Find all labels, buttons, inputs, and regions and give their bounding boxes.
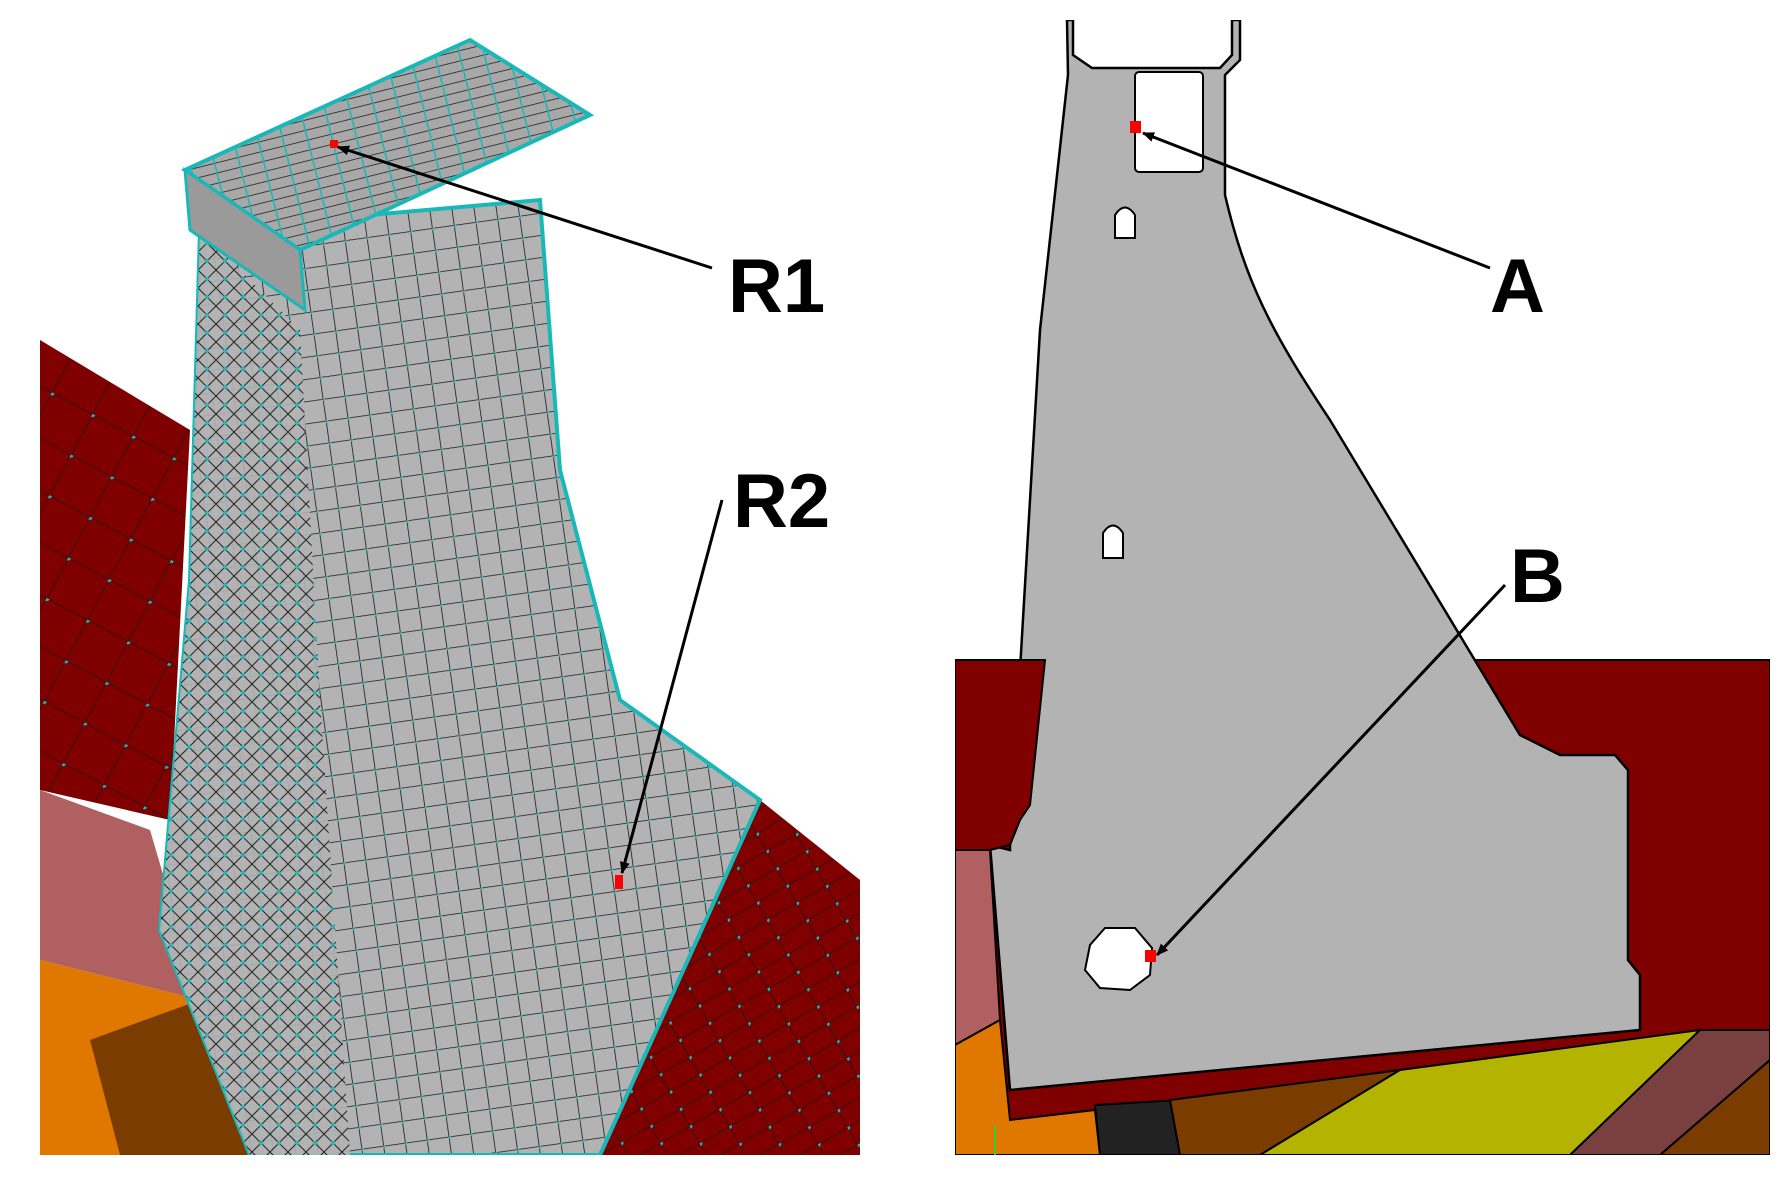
- rock-brown-layer-right: [1658, 1058, 1770, 1155]
- arrow-r1: [337, 145, 713, 270]
- label-b: B: [1510, 534, 1565, 619]
- annotation-labels: R1 R2 A B: [728, 244, 1565, 619]
- left-rock-rose-layer: [40, 790, 200, 1000]
- annotation-arrows: [337, 131, 1507, 957]
- left-foundation-rock: [40, 340, 190, 820]
- label-r2: R2: [733, 459, 830, 544]
- left-rock-brown-layer: [90, 1000, 260, 1155]
- upstream-rock-notch: [955, 659, 1047, 851]
- marker-a: [1130, 121, 1141, 133]
- arrow-a: [1142, 131, 1491, 270]
- rock-brown-layer: [1168, 1069, 1401, 1155]
- arrow-b: [1155, 583, 1507, 957]
- drainage-gallery-opening: [1083, 927, 1154, 992]
- marker-r1: [330, 140, 338, 148]
- rock-dark-layer: [1093, 1098, 1187, 1155]
- dam-crest-front: [183, 166, 307, 314]
- dam-section-body: [988, 20, 1642, 1092]
- inspection-gallery-upper: [1114, 206, 1136, 239]
- marker-r2: [615, 875, 623, 889]
- inspection-gallery-lower: [1102, 524, 1124, 559]
- right-panel-cross-section: [955, 20, 1770, 1155]
- left-panel-mesh-view: [40, 37, 860, 1155]
- rock-mauve-layer: [1568, 1029, 1770, 1155]
- label-a: A: [1490, 244, 1545, 329]
- marker-b: [1145, 950, 1156, 962]
- arrow-r2: [620, 499, 724, 874]
- dam-side-face: [160, 230, 350, 1155]
- crest-gallery-opening: [1134, 71, 1204, 173]
- label-r1: R1: [728, 244, 825, 329]
